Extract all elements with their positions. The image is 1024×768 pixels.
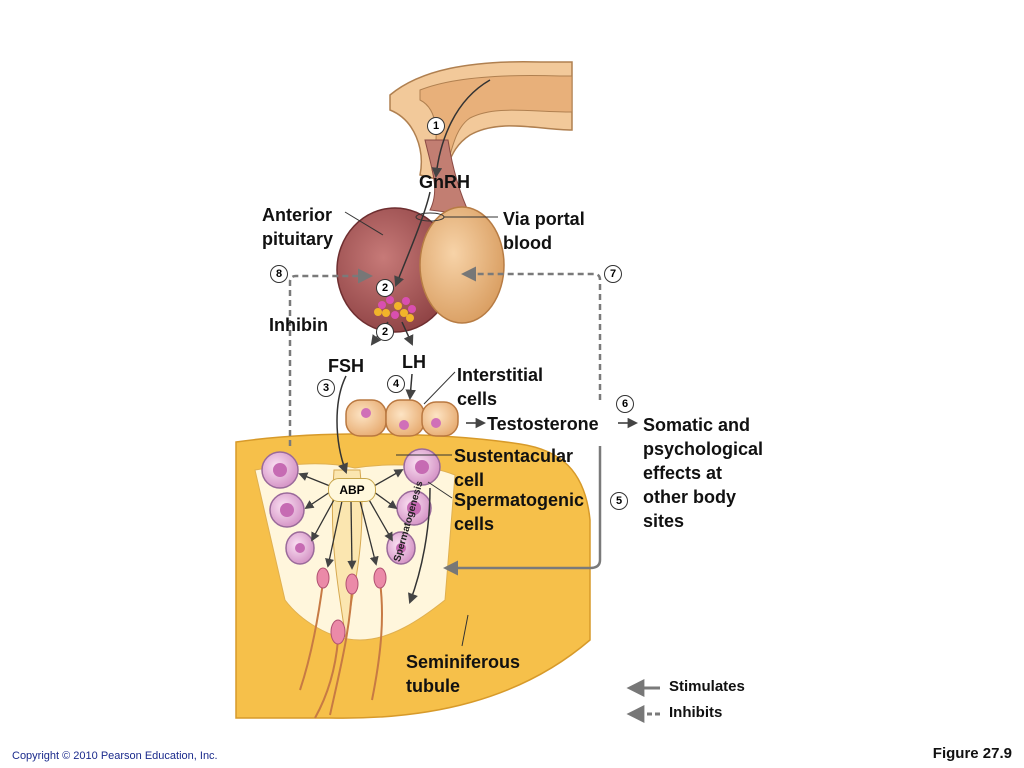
via-portal-line2: blood — [503, 233, 552, 253]
interstitial-leader — [423, 371, 456, 405]
posterior-pituitary-lobe — [419, 206, 505, 324]
hypothalamus — [389, 61, 573, 181]
spermatogenic-line2: cells — [454, 514, 495, 534]
sustentacular-cell-label: Sustentacular cell — [454, 444, 573, 492]
step-marker-2b: 2 — [376, 323, 394, 341]
seminiferous-line1: Seminiferous — [406, 652, 521, 672]
spermatogenic-cells-right — [386, 448, 441, 565]
figure-number: Figure 27.9 — [932, 745, 1012, 762]
abp-radiating-arrows — [298, 469, 404, 570]
step-marker-4: 4 — [387, 375, 405, 393]
spermatogenic-cells-label: Spermatogenic cells — [454, 488, 584, 536]
somatic-line4: other body — [643, 487, 736, 507]
somatic-line2: psychological — [643, 439, 764, 459]
lh-to-interstitial-arrow — [405, 373, 416, 401]
copyright-text: Copyright © 2010 Pearson Education, Inc. — [12, 750, 218, 762]
step-marker-3: 3 — [317, 379, 335, 397]
via-portal-blood-label: Via portal blood — [503, 207, 585, 255]
interstitial-cells — [345, 399, 459, 437]
gnrh-label: GnRH — [419, 172, 470, 192]
testosterone-inhibits-pituitary — [461, 266, 602, 400]
lh-release-arrow — [401, 321, 414, 346]
step-marker-5: 5 — [610, 492, 628, 510]
abp-label: ABP — [328, 478, 376, 502]
step-marker-6: 6 — [616, 395, 634, 413]
spermatogenic-cells-left — [261, 451, 315, 565]
interstitial-line2: cells — [457, 389, 498, 409]
spermatogenesis-arrow — [408, 487, 431, 604]
testosterone-to-tubule-arrow — [443, 446, 602, 576]
inhibin-label: Inhibin — [269, 315, 328, 335]
legend-inhibits-label: Inhibits — [669, 704, 723, 721]
interstitial-line1: Interstitial — [457, 365, 544, 385]
sperm-cells — [299, 581, 384, 719]
somatic-line3: effects at — [643, 463, 723, 483]
step-marker-2a: 2 — [376, 279, 394, 297]
sperm-heads — [316, 567, 387, 645]
somatic-line1: Somatic and — [643, 415, 751, 435]
gonadotropin-granules — [374, 296, 416, 322]
sustentacular-line2: cell — [454, 470, 485, 490]
seminiferous-line2: tubule — [406, 676, 460, 696]
anterior-pituitary-label: Anterior pituitary — [262, 203, 333, 251]
spermatogenic-leader — [427, 481, 453, 499]
inhibin-feedback — [288, 268, 373, 446]
anterior-pituitary-leader — [344, 211, 384, 236]
step-marker-7: 7 — [604, 265, 622, 283]
via-portal-line1: Via portal — [503, 209, 585, 229]
interstitial-cells-label: Interstitial cells — [457, 363, 543, 411]
somatic-line5: sites — [643, 511, 685, 531]
spermatogenic-line1: Spermatogenic — [454, 490, 585, 510]
legend-stimulates-label: Stimulates — [669, 678, 745, 695]
anterior-pituitary-line2: pituitary — [262, 229, 334, 249]
testosterone-label: Testosterone — [487, 414, 599, 434]
somatic-effects-label: Somatic and psychological effects at oth… — [643, 413, 763, 533]
sustentacular-line1: Sustentacular — [454, 446, 574, 466]
gnrh-to-anterior-arrow — [394, 191, 431, 287]
lh-label: LH — [402, 352, 426, 372]
fsh-label: FSH — [328, 356, 364, 376]
seminiferous-tubule-label: Seminiferous tubule — [406, 650, 520, 698]
fsh-to-abp-arrow — [336, 375, 348, 474]
step-marker-8: 8 — [270, 265, 288, 283]
step-marker-1: 1 — [427, 117, 445, 135]
gnrh-arrow — [431, 79, 491, 179]
seminiferous-leader — [461, 614, 469, 647]
anterior-pituitary-line1: Anterior — [262, 205, 333, 225]
